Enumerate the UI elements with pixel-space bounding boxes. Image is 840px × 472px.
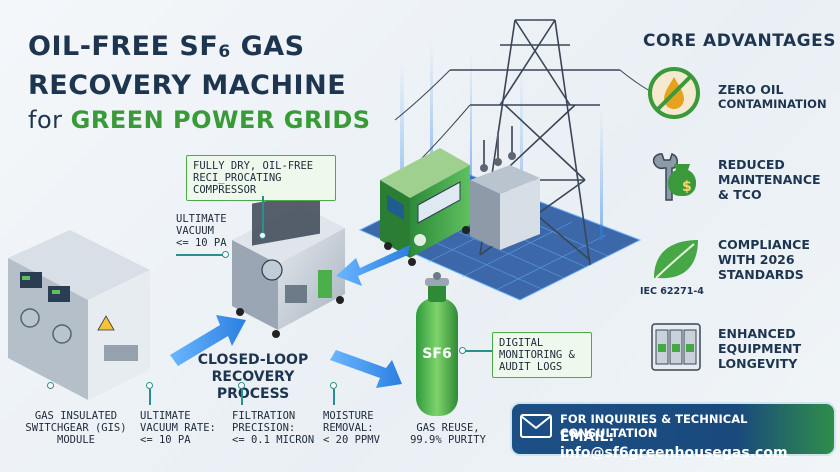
spec-line: GAS REUSE, xyxy=(416,422,480,434)
spec-dot xyxy=(238,382,245,389)
advantage-compliance: COMPLIANCE with 2026 STANDARDS xyxy=(718,237,810,282)
breaker-icon xyxy=(651,323,701,371)
process-line: CLOSED-LOOP xyxy=(197,352,309,368)
digital-dot xyxy=(459,347,466,354)
advantage-sublabel: IEC 62271-4 xyxy=(640,286,704,297)
callout-line: FULLY DRY, OIL-FREE xyxy=(193,160,314,172)
spec-line: GAS INSULATED xyxy=(34,410,118,422)
vacuum-leader xyxy=(176,254,224,256)
contact-email[interactable]: EMAIL: info@sf6greenhousegas.com xyxy=(560,429,788,461)
spec-vacuum-rate: ULTIMATE VACUUM RATE: <= 10 Pa xyxy=(140,410,230,446)
green-recovery-cart xyxy=(380,148,470,266)
spec-leader xyxy=(241,389,243,405)
callout-line: ULTIMATE xyxy=(176,213,227,225)
advantage-line: ENHANCED xyxy=(718,326,796,341)
spec-line: SWITCHGEAR (GIS) xyxy=(25,422,127,434)
spec-line: MODULE xyxy=(57,434,95,446)
advantage-line: MAINTENANCE xyxy=(718,172,821,187)
spec-leader xyxy=(149,389,151,405)
digital-callout: DIGITAL MONITORING & AUDIT LOGS xyxy=(492,332,592,378)
vacuum-dot xyxy=(222,251,229,258)
spec-line: REMOVAL: xyxy=(323,422,374,434)
spec-filtration: FILTRATION PRECISION: <= 0.1 MICRON xyxy=(232,410,332,446)
advantage-line: COMPLIANCE xyxy=(718,237,810,252)
spec-gis: GAS INSULATED SWITCHGEAR (GIS) MODULE xyxy=(16,410,136,446)
advantage-line: REDUCED xyxy=(718,157,785,172)
advantage-line: STANDARDS xyxy=(718,267,804,282)
compressor-leader xyxy=(262,196,264,234)
title-line-1: OIL-FREE SF6 GAS xyxy=(28,31,305,62)
callout-line: COMPRESSOR xyxy=(193,184,257,196)
compressor-machine xyxy=(232,191,345,338)
advantage-longevity: ENHANCED EQUIPMENT LONGEVITY xyxy=(718,326,801,371)
callout-line: VACUUM xyxy=(176,225,214,237)
advantage-maintenance: REDUCED MAINTENANCE & TCO xyxy=(718,157,821,202)
spec-line: PRECISION: xyxy=(232,422,296,434)
gis-switchgear xyxy=(8,230,150,400)
envelope-icon xyxy=(520,414,552,438)
advantage-line: ZERO OIL xyxy=(718,82,784,97)
advantage-line: EQUIPMENT xyxy=(718,341,802,356)
svg-text:$: $ xyxy=(682,179,692,195)
title-line-2: RECOVERY MACHINE xyxy=(28,70,347,101)
spec-line: <= 0.1 MICRON xyxy=(232,434,315,446)
vacuum-callout: ULTIMATE VACUUM <= 10 Pa xyxy=(176,213,227,249)
callout-line: DIGITAL xyxy=(499,337,544,349)
callout-line: AUDIT LOGS xyxy=(499,361,563,373)
callout-line: <= 10 Pa xyxy=(176,237,227,249)
title-block: OIL-FREE SF6 GAS RECOVERY MACHINE for GR… xyxy=(28,30,388,137)
advantage-line: & TCO xyxy=(718,187,762,202)
advantage-line: LONGEVITY xyxy=(718,356,798,371)
digital-leader xyxy=(465,350,492,352)
spec-gas-reuse: GAS REUSE, 99.9% PURITY xyxy=(398,422,498,446)
grid-cabinet xyxy=(470,126,540,250)
compressor-callout: FULLY DRY, OIL-FREE RECI_PROCATING COMPR… xyxy=(186,155,336,201)
title-line-3: for GREEN POWER GRIDS xyxy=(28,106,371,134)
advantage-line: with 2026 xyxy=(718,252,795,267)
cylinder-label: SF6 xyxy=(422,346,452,362)
leaf-icon xyxy=(654,240,698,279)
spec-line: FILTRATION xyxy=(232,410,296,422)
contact-heading: FOR INQUIRIES & TECHNICAL CONSULTATION xyxy=(560,412,748,440)
spec-line: ULTIMATE xyxy=(140,410,191,422)
contact-banner[interactable] xyxy=(510,402,836,456)
spec-dot xyxy=(330,382,337,389)
callout-line: MONITORING & xyxy=(499,349,575,361)
flow-arrows xyxy=(170,245,410,388)
advantage-zero-oil: ZERO OIL CONTAMINATION xyxy=(718,82,827,112)
spec-moisture: MOISTURE REMOVAL: < 20 ppmV xyxy=(323,410,413,446)
callout-line: RECI_PROCATING xyxy=(193,172,282,184)
spec-line: <= 10 Pa xyxy=(140,434,191,446)
process-label: CLOSED-LOOP RECOVERY PROCESS xyxy=(178,352,328,403)
compressor-dot xyxy=(259,232,266,239)
spec-line: < 20 ppmV xyxy=(323,434,380,446)
spec-dot xyxy=(47,382,54,389)
advantages-title: CORE ADVANTAGES xyxy=(643,31,836,51)
spec-line: 99.9% PURITY xyxy=(410,434,486,446)
spec-line: MOISTURE xyxy=(323,410,374,422)
advantage-line: CONTAMINATION xyxy=(718,97,827,111)
spec-dot xyxy=(146,382,153,389)
spec-leader xyxy=(333,389,335,405)
spec-line: VACUUM RATE: xyxy=(140,422,216,434)
process-line: RECOVERY PROCESS xyxy=(211,369,295,402)
wrench-money-icon: $ xyxy=(652,153,697,201)
sf6-cylinder xyxy=(416,272,458,416)
no-oil-icon xyxy=(648,67,700,119)
